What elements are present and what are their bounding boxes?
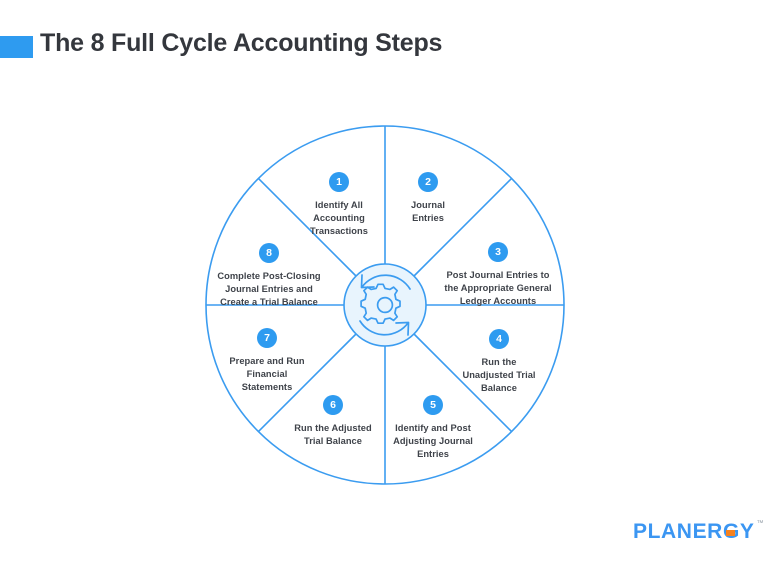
step-1: 1 Identify All Accounting Transactions	[264, 172, 414, 238]
step-7: 7 Prepare and Run Financial Statements	[192, 328, 342, 394]
step-3-label: Post Journal Entries to the Appropriate …	[444, 270, 552, 306]
accounting-cycle-wheel: 1 Identify All Accounting Transactions 2…	[190, 110, 580, 500]
step-3: 3 Post Journal Entries to the Appropriat…	[412, 242, 584, 308]
wheel-svg	[205, 125, 565, 485]
step-4: 4 Run the Unadjusted Trial Balance	[424, 329, 574, 395]
step-2-badge: 2	[418, 172, 438, 192]
spoke-up-right	[413, 177, 513, 277]
step-5-badge: 5	[423, 395, 443, 415]
trademark-symbol: ™	[756, 520, 764, 527]
accent-bar	[0, 36, 33, 58]
planergy-logo: PLANERGY ™	[633, 519, 763, 545]
step-3-badge: 3	[488, 242, 508, 262]
spoke-down-left	[257, 333, 357, 433]
step-6-label: Run the Adjusted Trial Balance	[294, 423, 372, 446]
step-6-badge: 6	[323, 395, 343, 415]
page-title: The 8 Full Cycle Accounting Steps	[40, 29, 443, 57]
step-7-badge: 7	[257, 328, 277, 348]
step-8-label: Complete Post-Closing Journal Entries an…	[217, 271, 321, 307]
step-1-label: Identify All Accounting Transactions	[310, 200, 368, 236]
step-1-badge: 1	[329, 172, 349, 192]
step-4-label: Run the Unadjusted Trial Balance	[462, 357, 536, 393]
step-8: 8 Complete Post-Closing Journal Entries …	[183, 243, 355, 309]
step-2-label: Journal Entries	[411, 200, 445, 223]
step-2: 2 Journal Entries	[353, 172, 503, 225]
gear-cycle-icon	[359, 274, 411, 336]
step-5-label: Identify and Post Adjusting Journal Entr…	[393, 423, 473, 459]
step-4-badge: 4	[489, 329, 509, 349]
step-8-badge: 8	[259, 243, 279, 263]
spoke-up-left	[257, 177, 357, 277]
logo-accent-mark	[726, 530, 735, 536]
spoke-down-right	[413, 333, 513, 433]
header: The 8 Full Cycle Accounting Steps	[0, 0, 768, 95]
logo-wordmark: PLANERGY	[633, 520, 755, 543]
step-6: 6 Run the Adjusted Trial Balance	[258, 395, 408, 448]
step-5: 5 Identify and Post Adjusting Journal En…	[358, 395, 508, 461]
step-7-label: Prepare and Run Financial Statements	[229, 356, 305, 392]
